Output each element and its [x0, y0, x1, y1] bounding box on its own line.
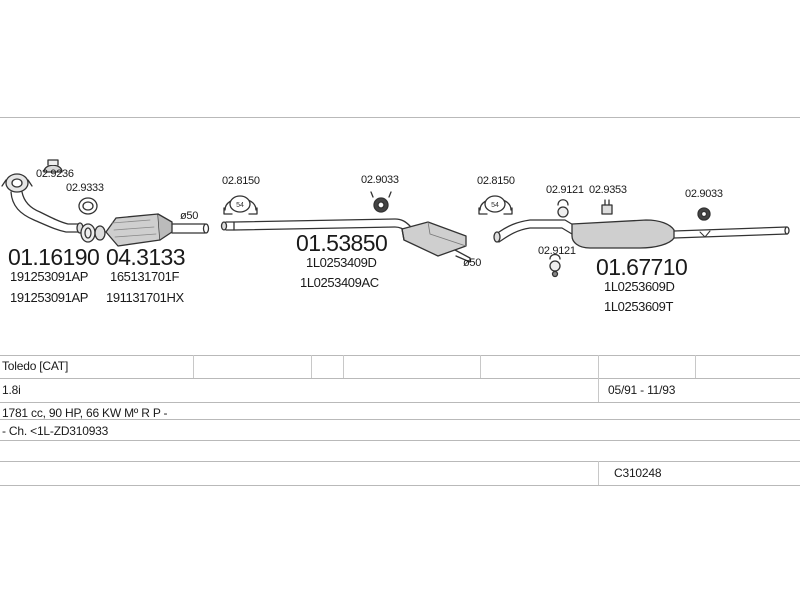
catalog-code-cell: C310248	[614, 466, 662, 480]
table-border	[0, 419, 800, 420]
ref-label: 02.9033	[361, 174, 399, 186]
clamp-02-9236-drawing	[43, 159, 63, 173]
part-code: 1L0253409AC	[300, 275, 379, 290]
gasket-ring-drawing	[80, 223, 106, 243]
part-number: 01.67710	[596, 254, 688, 280]
ref-label: 02.9033	[685, 188, 723, 200]
ref-label: 02.9333	[66, 182, 104, 194]
top-border	[0, 117, 800, 118]
part-code: 165131701F	[110, 269, 180, 284]
part-code: 191131701HX	[106, 290, 184, 305]
clamp-02-8150-right-drawing	[478, 195, 513, 215]
exhaust-diagram: 54 54	[1, 159, 790, 278]
period-cell: 05/91 - 11/93	[608, 383, 676, 397]
hanger-02-9033-left-drawing	[370, 191, 392, 213]
middle-pipe-drawing	[220, 218, 471, 263]
front-pipe-drawing	[1, 173, 84, 234]
catalytic-converter-drawing	[105, 213, 210, 247]
chassis-cell: - Ch. <1L-ZD310933	[2, 424, 109, 438]
hanger-02-9121-bottom-drawing	[549, 253, 561, 278]
table-border	[0, 461, 800, 462]
table-border	[0, 378, 800, 379]
bracket-02-9353-drawing	[601, 199, 613, 215]
ref-label: 02.8150	[477, 175, 515, 187]
table-border	[0, 485, 800, 486]
clamp-size-right: 54	[491, 202, 499, 209]
part-code: 191253091AP	[10, 269, 89, 284]
ref-label: 02.9121	[538, 245, 576, 257]
table-divider	[695, 355, 696, 378]
rear-silencer-drawing	[493, 219, 790, 249]
hanger-02-9121-top-drawing	[557, 199, 569, 218]
ref-label: 02.8150	[222, 175, 260, 187]
table-border	[0, 402, 800, 403]
clamp-02-8150-left-drawing	[223, 195, 258, 215]
diameter-label: ø50	[180, 210, 199, 222]
part-code: 191253091AP	[10, 290, 89, 305]
ref-label: 02.9353	[589, 184, 627, 196]
part-code: 1L0253609D	[604, 279, 675, 294]
engine-cell: 1.8i	[2, 383, 21, 397]
part-code: 1L0253609T	[604, 299, 674, 314]
part-number: 01.53850	[296, 230, 388, 256]
gasket-02-9333-drawing	[78, 197, 98, 215]
hanger-02-9033-right-drawing	[697, 207, 711, 221]
part-number: 01.16190	[8, 244, 100, 270]
table-border	[0, 440, 800, 441]
table-divider	[598, 355, 599, 402]
ref-label: 02.9236	[36, 168, 74, 180]
table-divider	[193, 355, 194, 378]
model-cell: Toledo [CAT]	[2, 359, 69, 373]
table-divider	[311, 355, 312, 378]
diameter-label: ø50	[463, 257, 482, 269]
table-divider	[343, 355, 344, 378]
part-code: 1L0253409D	[306, 255, 377, 270]
table-border	[0, 355, 800, 356]
ref-label: 02.9121	[546, 184, 584, 196]
table-divider	[598, 461, 599, 485]
part-number: 04.3133	[106, 244, 186, 270]
specs-cell: 1781 cc, 90 HP, 66 KW Mº R P -	[2, 406, 168, 420]
clamp-size-left: 54	[236, 202, 244, 209]
table-divider	[480, 355, 481, 378]
